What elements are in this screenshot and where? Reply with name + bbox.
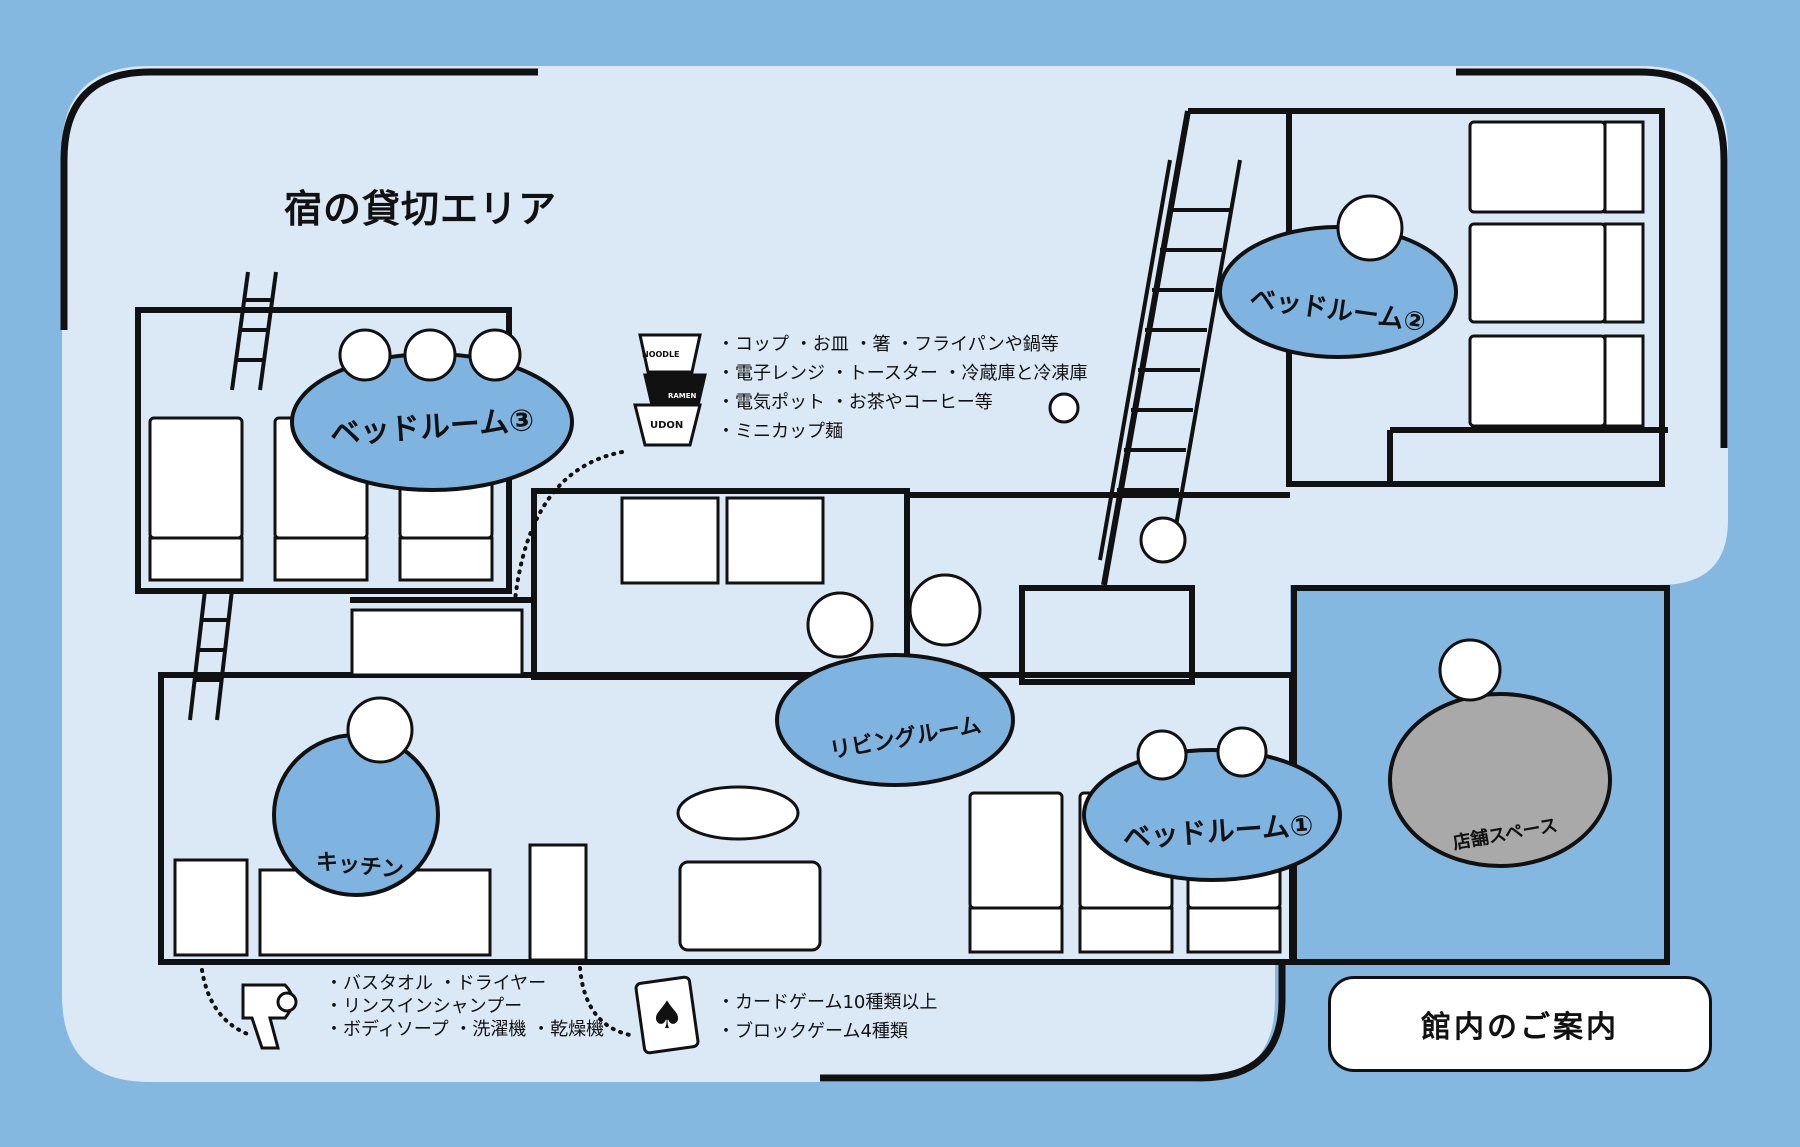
amenity-item: ・ミニカップ麺 xyxy=(717,421,843,442)
game-amenities-list: ・カードゲーム10種類以上 ・ブロックゲーム4種類 xyxy=(717,988,937,1046)
svg-text:♠: ♠ xyxy=(650,993,684,1037)
cup-label-udon: UDON xyxy=(650,420,684,431)
amenity-item: ・コップ ・お皿 ・箸 ・フライパンや鍋等 xyxy=(717,334,1059,355)
amenity-item: ・リンスインシャンプー xyxy=(325,996,523,1017)
amenity-item: ・ボディソープ ・洗濯機 ・乾燥機 xyxy=(325,1019,605,1040)
amenity-item: ・ブロックゲーム4種類 xyxy=(717,1021,908,1042)
frame-bottom xyxy=(820,964,1286,1082)
cup-label-ramen: RAMEN xyxy=(668,392,697,400)
frame-top-left xyxy=(60,68,538,330)
cup-label-noodle: NOODLE xyxy=(642,350,680,359)
kitchen-amenities-list: ・コップ ・お皿 ・箸 ・フライパンや鍋等 ・電子レンジ ・トースター ・冷蔵庫… xyxy=(717,330,1088,446)
frame-top-right xyxy=(1456,68,1728,448)
cup-noodle-icon xyxy=(633,333,707,447)
amenity-item: ・電気ポット ・お茶やコーヒー等 xyxy=(717,392,993,413)
bubble-store xyxy=(1388,692,1612,868)
facility-guide-button[interactable]: 館内のご案内 xyxy=(1328,976,1712,1072)
playing-card-icon: ♠ xyxy=(634,975,700,1055)
people-illustrations xyxy=(338,194,1502,781)
stairs xyxy=(188,159,1242,721)
bubble-living xyxy=(775,653,1015,787)
page-title: 宿の貸切エリア xyxy=(284,187,558,231)
bubble-bedroom1 xyxy=(1082,748,1342,882)
callout-dots xyxy=(200,450,632,1037)
amenity-item: ・カードゲーム10種類以上 xyxy=(717,992,938,1013)
hair-dryer-icon xyxy=(241,983,298,1050)
amenity-item: ・バスタオル ・ドライヤー xyxy=(325,973,547,994)
bath-amenities-list: ・バスタオル ・ドライヤー ・リンスインシャンプー ・ボディソープ ・洗濯機 ・… xyxy=(325,972,604,1041)
amenity-item: ・電子レンジ ・トースター ・冷蔵庫と冷凍庫 xyxy=(717,363,1088,384)
